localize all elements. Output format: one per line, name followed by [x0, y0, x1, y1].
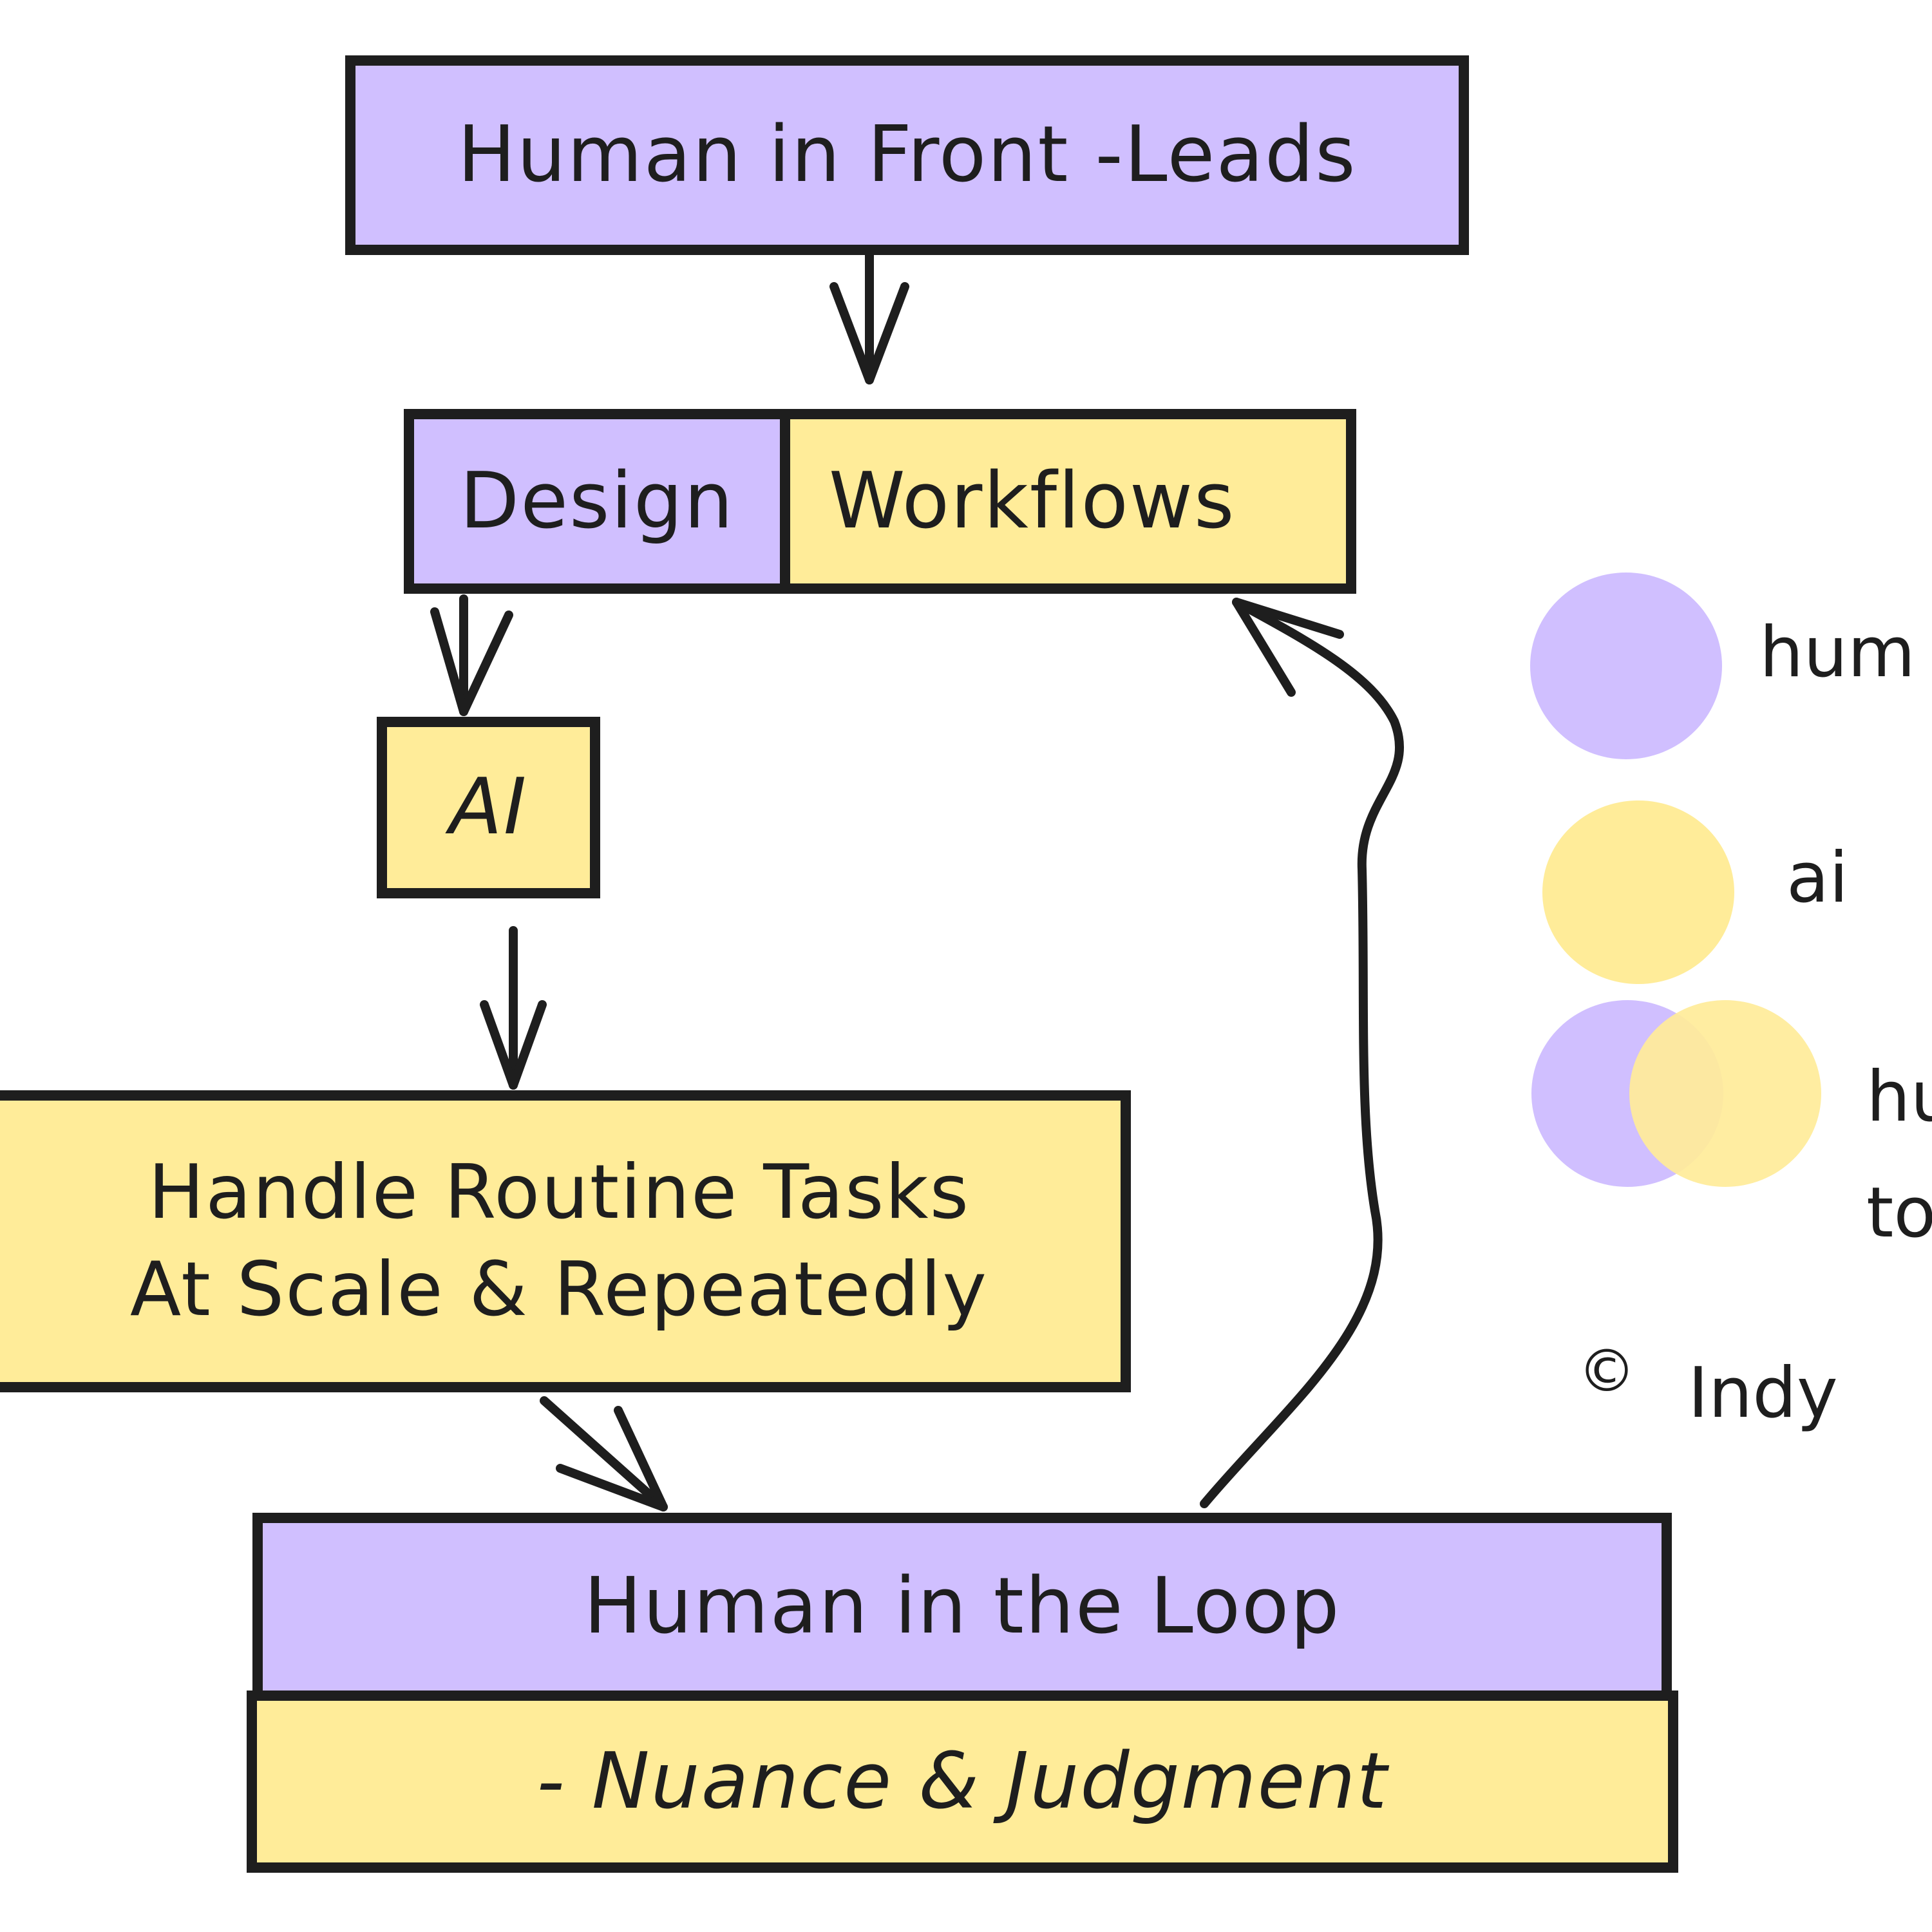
arrow-design-to-ai [430, 594, 513, 716]
handle-line-2: At Scale & Repeatedly [129, 1245, 989, 1333]
legend-together-label-line2: to [1866, 1173, 1932, 1253]
ai-box: AI [377, 717, 600, 898]
legend-ai-label: ai [1786, 838, 1849, 918]
arrow-handle-to-loop [540, 1396, 668, 1511]
copyright-icon: © [1578, 1338, 1636, 1405]
human-in-front-label: Human in Front -Leads [457, 110, 1357, 200]
legend-together-label-line1: hu [1866, 1057, 1932, 1137]
nuance-judgment-label: - Nuance & Judgment [536, 1736, 1388, 1826]
handle-routine-tasks-box: Handle Routine Tasks At Scale & Repeated… [0, 1090, 1131, 1392]
nuance-judgment-box: - Nuance & Judgment [247, 1690, 1678, 1873]
arrow-ai-to-handle [480, 926, 547, 1090]
workflows-label: Workflows [829, 456, 1236, 546]
legend-human-label: hum [1759, 612, 1916, 693]
ai-label: AI [449, 762, 528, 852]
legend-human-swatch [1530, 573, 1722, 759]
legend-together-ai-swatch [1629, 1000, 1821, 1187]
design-label: Design [459, 456, 735, 546]
arrow-front-to-design [829, 251, 909, 384]
arrow-loop-to-workflows [1200, 598, 1405, 1508]
legend-ai-swatch [1542, 800, 1734, 984]
human-in-loop-label: Human in the Loop [583, 1562, 1341, 1651]
human-in-loop-box: Human in the Loop [252, 1513, 1672, 1701]
credit-author: Indy [1688, 1353, 1838, 1434]
human-in-front-box: Human in Front -Leads [345, 55, 1469, 255]
design-box: Design [404, 409, 790, 594]
workflows-box: Workflows [780, 409, 1356, 594]
handle-line-1: Handle Routine Tasks [147, 1148, 971, 1236]
